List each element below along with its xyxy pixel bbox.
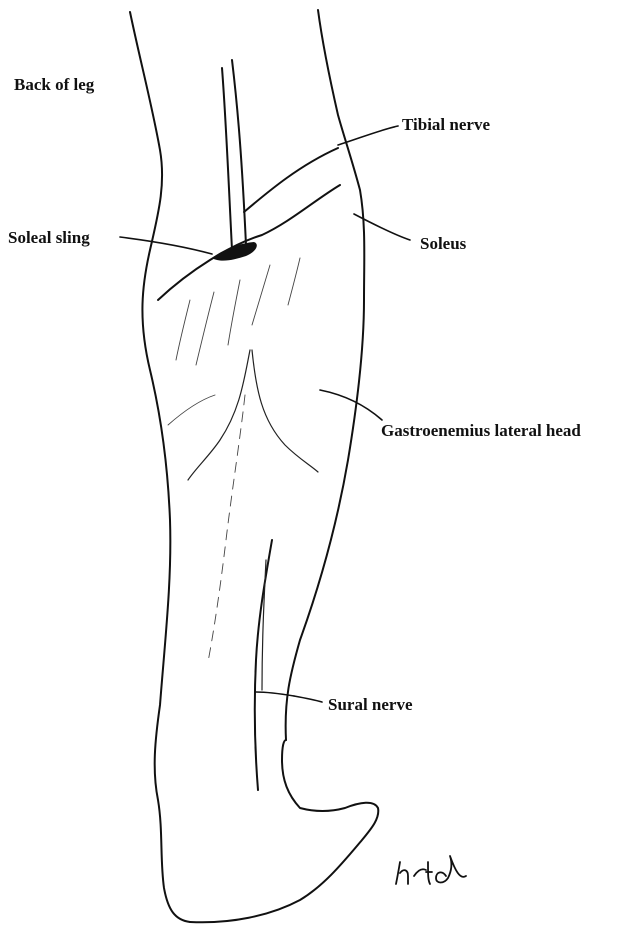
foot-outline	[190, 740, 378, 922]
leader-soleus	[354, 214, 410, 240]
leader-gastrocnemius	[320, 390, 382, 420]
leader-tibial-nerve	[338, 126, 398, 145]
label-soleus: Soleus	[420, 235, 466, 252]
gastrocnemius-lateral-head	[252, 350, 318, 472]
muscle-striation-2	[196, 292, 214, 365]
label-tibial-nerve: Tibial nerve	[402, 116, 490, 133]
popliteal-line-left	[222, 68, 232, 250]
muscle-striation-5	[288, 258, 300, 305]
soleal-arch-upper	[244, 148, 338, 212]
popliteal-line-right	[232, 60, 246, 245]
leg-outline-lateral	[286, 10, 365, 740]
leader-sural-nerve	[294, 696, 322, 702]
gastrocnemius-medial-contour	[168, 395, 215, 425]
muscle-striation-4	[252, 265, 270, 325]
artist-signature	[396, 856, 466, 884]
leader-soleal-sling	[120, 237, 212, 254]
muscle-striation-3	[228, 280, 240, 345]
midline-dashed	[208, 395, 245, 662]
soleal-arch-lower	[158, 185, 340, 300]
label-back-of-leg: Back of leg	[14, 76, 94, 93]
label-soleal-sling: Soleal sling	[8, 229, 90, 246]
gastrocnemius-medial-head	[188, 350, 250, 480]
label-sural-nerve: Sural nerve	[328, 696, 413, 713]
achilles-line-right	[262, 560, 266, 690]
soleal-sling-mass	[212, 242, 257, 261]
label-gastrocnemius: Gastroenemius lateral head	[381, 422, 581, 439]
muscle-striation-1	[176, 300, 190, 360]
leg-outline-medial	[130, 12, 190, 922]
achilles-line-left	[255, 540, 272, 790]
